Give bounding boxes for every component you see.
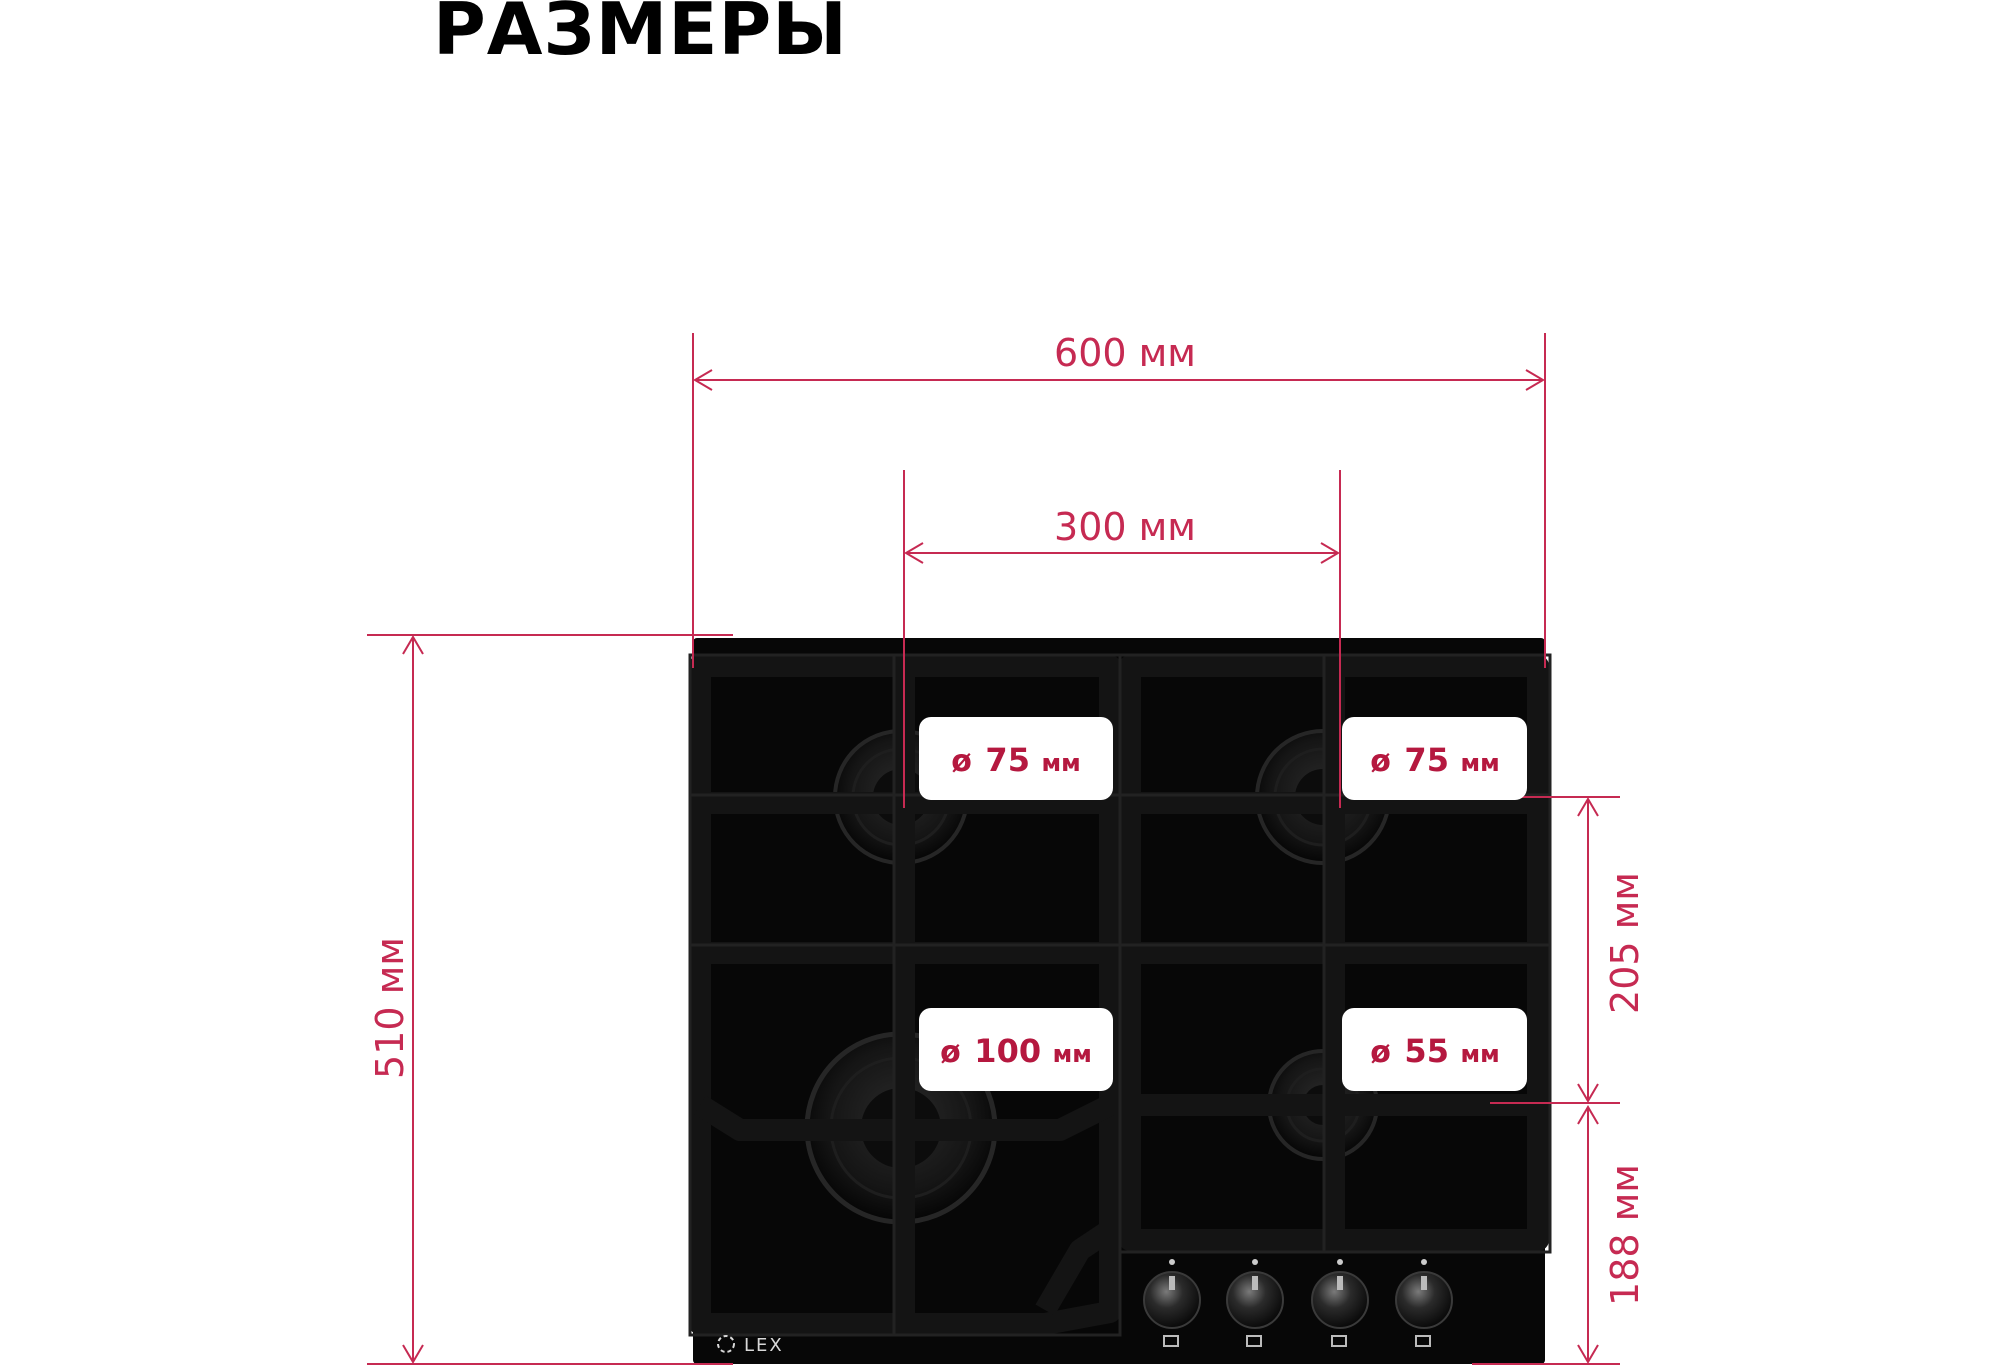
width-arrow-left bbox=[693, 369, 713, 391]
lower-arrow-bottom bbox=[1577, 1344, 1599, 1364]
brand-logo: LEX bbox=[717, 1335, 784, 1356]
svg-text:ø 75 мм: ø 75 мм bbox=[1370, 741, 1500, 779]
knob-3[interactable] bbox=[1311, 1259, 1369, 1347]
knob-2[interactable] bbox=[1226, 1259, 1284, 1347]
diameter-value: 75 bbox=[985, 741, 1030, 779]
diameter-unit: мм bbox=[1461, 1040, 1500, 1068]
diameter-unit: мм bbox=[1053, 1040, 1092, 1068]
hob: LEX bbox=[688, 638, 1552, 1364]
diameter-value: 55 bbox=[1404, 1032, 1449, 1070]
svg-text:ø 55 мм: ø 55 мм bbox=[1370, 1032, 1500, 1070]
diameter-value: 75 bbox=[1404, 741, 1449, 779]
diameter-symbol: ø bbox=[1370, 1035, 1391, 1070]
right-upper-label: 205 мм bbox=[1603, 872, 1647, 1014]
knob-4[interactable] bbox=[1395, 1259, 1453, 1347]
upper-arrow-top bbox=[1577, 797, 1599, 817]
diameter-unit: мм bbox=[1461, 749, 1500, 777]
control-knobs bbox=[1143, 1259, 1453, 1347]
dimension-lines bbox=[367, 333, 1620, 1365]
depth-arrow-top bbox=[402, 635, 424, 655]
width-arrow-right bbox=[1525, 369, 1545, 391]
diameter-symbol: ø bbox=[1370, 744, 1391, 779]
spacing-arrow-left bbox=[904, 542, 924, 564]
burner-badge-top-left: ø 75 мм bbox=[919, 717, 1113, 800]
burner-badge-bottom-left: ø 100 мм bbox=[919, 1008, 1113, 1091]
width-label: 600 мм bbox=[1054, 331, 1196, 375]
lower-arrow-top bbox=[1577, 1105, 1599, 1125]
right-lower-label: 188 мм bbox=[1603, 1164, 1647, 1306]
diameter-symbol: ø bbox=[940, 1035, 961, 1070]
depth-arrow-bottom bbox=[402, 1344, 424, 1364]
diameter-unit: мм bbox=[1042, 749, 1081, 777]
diameter-symbol: ø bbox=[951, 744, 972, 779]
svg-text:ø 75 мм: ø 75 мм bbox=[951, 741, 1081, 779]
depth-label: 510 мм bbox=[368, 937, 412, 1079]
burner-spacing-label: 300 мм bbox=[1054, 505, 1196, 549]
svg-text:ø 100 мм: ø 100 мм bbox=[940, 1032, 1092, 1070]
knob-1[interactable] bbox=[1143, 1259, 1201, 1347]
burner-badge-bottom-right: ø 55 мм bbox=[1342, 1008, 1527, 1091]
brand-name: LEX bbox=[744, 1335, 784, 1356]
lex-logo-icon bbox=[717, 1335, 735, 1353]
upper-arrow-bottom bbox=[1577, 1083, 1599, 1103]
spacing-arrow-right bbox=[1320, 542, 1340, 564]
burner-badge-top-right: ø 75 мм bbox=[1342, 717, 1527, 800]
grate-right bbox=[1119, 655, 1549, 1251]
page-title: РАЗМЕРЫ bbox=[433, 0, 848, 71]
diameter-value: 100 bbox=[974, 1032, 1041, 1070]
